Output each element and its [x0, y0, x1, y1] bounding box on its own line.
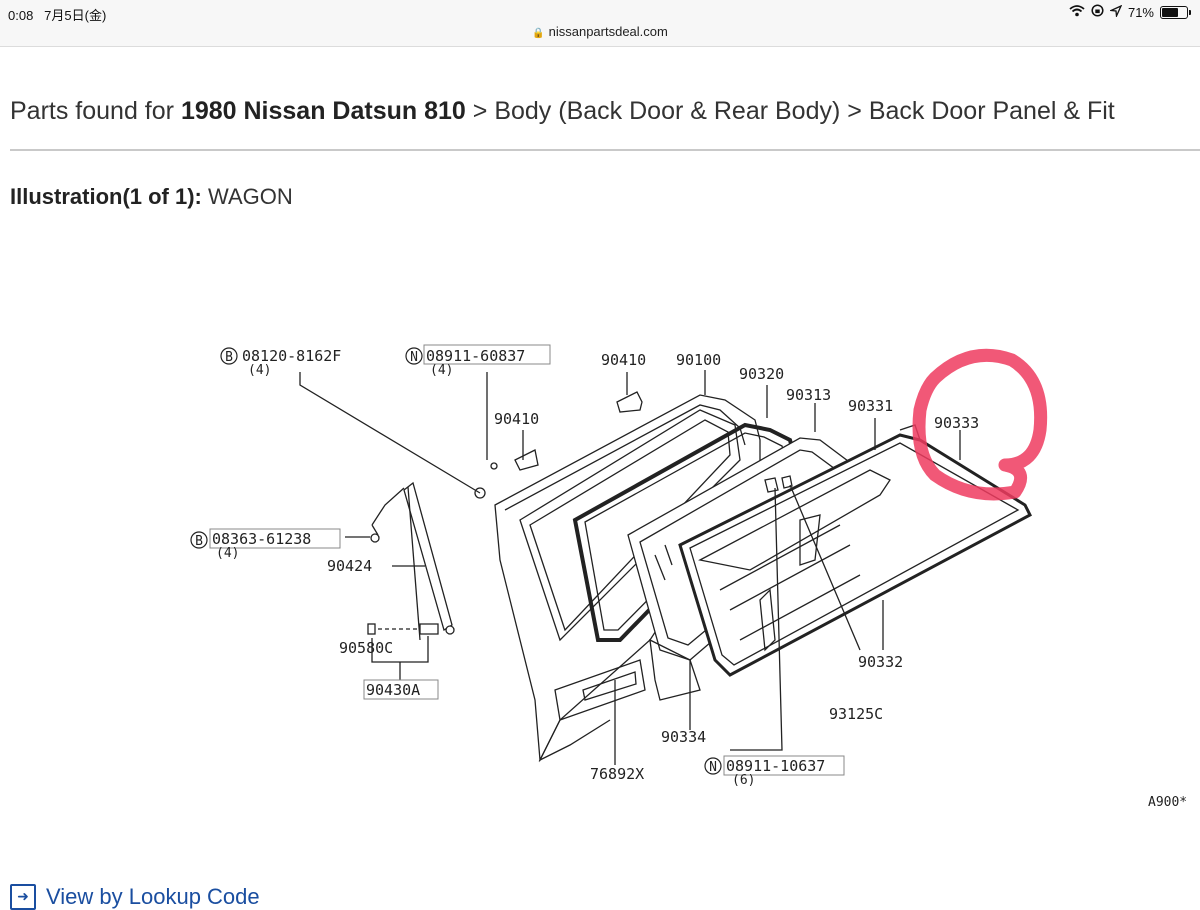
part-label[interactable]: 90424 — [327, 557, 372, 575]
status-right: 71% — [1069, 4, 1191, 20]
part-label[interactable]: 90331 — [848, 397, 893, 415]
date: 7月5日(金) — [44, 8, 107, 23]
status-bar: 0:08 7月5日(金) 71% 🔒nissanpartsdeal.com — [0, 0, 1200, 47]
arrow-right-icon: ➜ — [10, 884, 36, 910]
part-label[interactable]: 90333 — [934, 414, 979, 432]
orientation-lock-icon — [1091, 4, 1104, 20]
part-qty: (4) — [248, 363, 271, 378]
battery-icon — [1160, 5, 1191, 19]
divider — [10, 149, 1200, 151]
bolt-badge: B — [220, 347, 238, 365]
part-label[interactable]: 90410 — [494, 410, 539, 428]
illustration-value: WAGON — [201, 184, 293, 209]
battery-percent: 71% — [1127, 4, 1154, 20]
breadcrumb-vehicle: 1980 Nissan Datsun 810 — [180, 97, 466, 125]
nut-badge: N — [405, 347, 423, 365]
link-label: View by Lookup Code — [46, 884, 260, 909]
part-label[interactable]: 90430A — [366, 681, 420, 699]
n-badge-letter: N — [410, 350, 418, 365]
illustration-heading: Illustration(1 of 1): WAGON — [10, 184, 293, 210]
part-label[interactable]: 90332 — [858, 653, 903, 671]
location-icon — [1108, 4, 1123, 20]
url-text: nissanpartsdeal.com — [548, 24, 668, 39]
part-label[interactable]: 90100 — [676, 351, 721, 369]
part-label[interactable]: 93125C — [829, 705, 883, 723]
highlight-circle-annotation — [912, 348, 1048, 501]
status-time: 0:08 7月5日(金) — [8, 5, 106, 24]
part-label[interactable]: 90334 — [661, 728, 706, 746]
n-badge-letter: N — [709, 760, 717, 775]
clock: 0:08 — [8, 8, 34, 23]
breadcrumb-separator: > — [840, 97, 869, 125]
address-bar[interactable]: 🔒nissanpartsdeal.com — [0, 24, 1200, 39]
view-by-lookup-code-link[interactable]: ➜ View by Lookup Code — [10, 884, 260, 910]
part-qty: (4) — [216, 546, 239, 561]
back-door-drawing — [299, 370, 1032, 765]
breadcrumb-category[interactable]: Body (Back Door & Rear Body) — [494, 97, 841, 125]
part-label[interactable]: 08363-61238 — [212, 530, 311, 548]
bolt-badge: B — [190, 531, 208, 549]
breadcrumb-prefix: Parts found for — [10, 97, 181, 125]
part-qty: (6) — [732, 773, 755, 788]
wifi-icon — [1069, 4, 1085, 20]
b-badge-letter: B — [195, 534, 203, 549]
part-label[interactable]: 90320 — [739, 365, 784, 383]
part-label[interactable]: 08911-10637 — [726, 757, 825, 775]
part-label[interactable]: 08120-8162F — [242, 347, 341, 365]
lock-icon: 🔒 — [532, 28, 545, 39]
b-badge-letter: B — [225, 350, 233, 365]
breadcrumb: Parts found for 1980 Nissan Datsun 810 >… — [10, 97, 1115, 126]
parts-diagram: B N B N 08120-8162F (4) 08911-60837 (4) … — [190, 344, 1187, 810]
breadcrumb-separator: > — [465, 97, 495, 125]
part-qty: (4) — [430, 363, 453, 378]
part-label[interactable]: 08911-60837 — [426, 347, 525, 365]
part-label[interactable]: 90580C — [339, 639, 393, 657]
illustration-code: A900* — [1148, 795, 1187, 810]
illustration-label: Illustration(1 of 1): — [10, 184, 202, 209]
part-label[interactable]: 90313 — [786, 386, 831, 404]
part-label[interactable]: 90410 — [601, 351, 646, 369]
part-label[interactable]: 76892X — [590, 765, 644, 783]
breadcrumb-subcategory: Back Door Panel & Fit — [868, 97, 1115, 125]
nut-badge: N — [704, 757, 722, 775]
